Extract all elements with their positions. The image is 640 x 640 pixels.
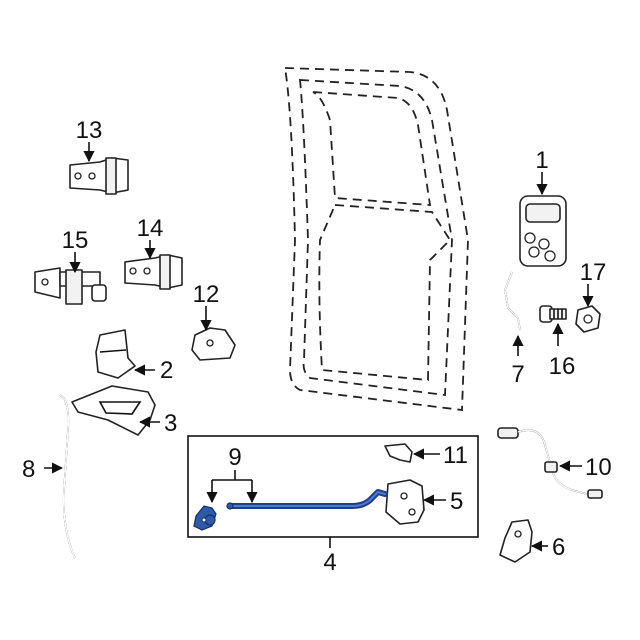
callout-13: 13: [76, 117, 103, 144]
callout-2: 2: [160, 357, 173, 384]
part-6-bracket: [499, 519, 533, 563]
part-12-bracket: [191, 327, 236, 361]
callout-15: 15: [62, 227, 89, 254]
part-17-nut: [575, 305, 601, 333]
part-16-bolt: [539, 305, 567, 323]
part-7-rod: [504, 271, 521, 331]
part-9-clip-highlighted: [193, 505, 217, 531]
part-13-upper-hinge: [69, 157, 129, 195]
part-1-actuator: [519, 195, 567, 267]
door-outline: [283, 67, 469, 412]
part-10-cable: [497, 427, 603, 499]
part-11-clip: [384, 443, 413, 463]
assembly-4-frame: [187, 435, 479, 538]
part-14-lower-hinge: [124, 254, 183, 290]
part-15-door-check-hinge: [34, 267, 107, 305]
callout-3: 3: [164, 410, 177, 437]
callout-8: 8: [22, 456, 35, 483]
callout-16: 16: [549, 353, 576, 380]
part-3-handle-housing: [71, 385, 156, 436]
callout-1: 1: [535, 147, 548, 174]
part-2-bracket: [95, 329, 136, 379]
callout-17: 17: [580, 259, 607, 286]
callout-7: 7: [511, 361, 524, 388]
callout-14: 14: [137, 215, 164, 242]
callout-4: 4: [323, 549, 336, 576]
callout-5: 5: [450, 488, 463, 515]
part-8-weatherstrip: [59, 394, 76, 559]
part-9-rod-highlighted: [226, 489, 388, 510]
part-5-latch: [385, 479, 425, 525]
callout-9: 9: [228, 444, 241, 471]
callout-10: 10: [585, 454, 612, 481]
callout-6: 6: [552, 534, 565, 561]
callout-12: 12: [193, 281, 220, 308]
callout-11: 11: [443, 442, 468, 469]
